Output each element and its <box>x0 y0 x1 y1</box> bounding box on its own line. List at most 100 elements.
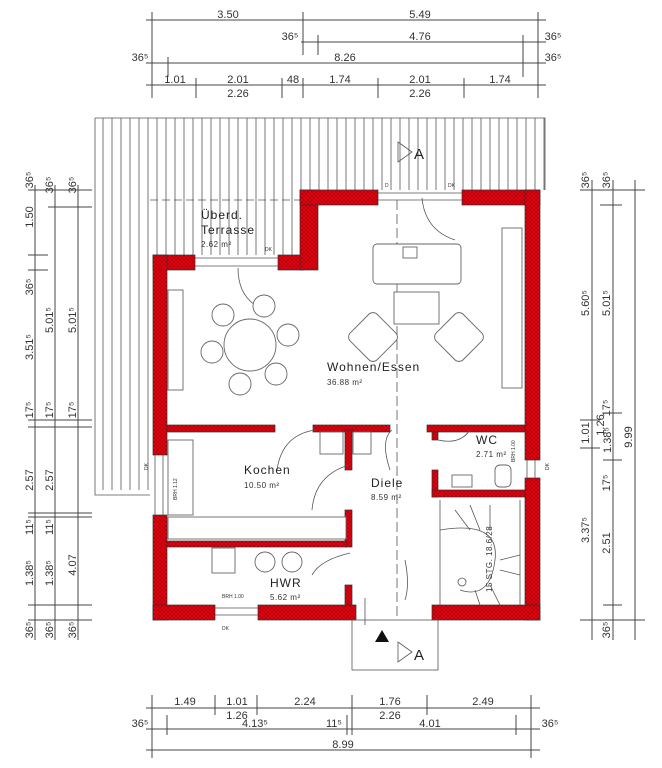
dim-top-15: 2.26 <box>227 88 248 100</box>
dim-right-2: 5.60⁵ <box>580 290 592 316</box>
dim-bottom-2: 1.01 <box>226 696 247 708</box>
bottom-dimensions: 1.49 1.01 2.24 1.76 2.49 1.26 2.26 36⁵ 4… <box>132 695 559 758</box>
top-dimensions: 3.50 5.49 36⁵ 4.76 36⁵ 36⁵ 8.26 36⁵ 1.01… <box>132 9 562 100</box>
d-living: D <box>385 183 389 189</box>
dim-right-8: 1.26 <box>595 414 607 435</box>
room-area: 2.71 m² <box>476 450 507 459</box>
dim-bottom-12: 36⁵ <box>542 718 559 730</box>
room-area: 2.62 m² <box>201 240 232 249</box>
dim-top-12: 1.74 <box>329 74 350 86</box>
section-label-top: A <box>414 146 424 163</box>
dim-top-14: 1.74 <box>489 74 510 86</box>
dim-bottom-10: 11⁵ <box>326 718 342 730</box>
dk-terrace: DK <box>265 247 273 253</box>
dim-left-11: 17⁵ <box>44 402 56 419</box>
dim-left-18: 17⁵ <box>67 402 79 419</box>
section-marker-top: A <box>397 141 424 163</box>
brh-kitchen: BRH 1.12 <box>173 478 179 500</box>
dim-right-9: 1.38⁵ <box>602 427 614 453</box>
dim-top-6: 36⁵ <box>132 52 149 64</box>
dim-left-21: 36⁵ <box>24 172 36 189</box>
dk-living: DK <box>448 183 456 189</box>
dim-left-19: 4.07 <box>67 554 79 575</box>
dim-bottom-9: 4.13⁵ <box>242 718 268 730</box>
section-label-bottom: A <box>414 647 424 664</box>
dim-right-12: 36⁵ <box>601 172 613 189</box>
dim-top-4: 4.76 <box>409 31 430 43</box>
room-name: Überd. <box>201 208 243 222</box>
dim-left-20: 36⁵ <box>67 622 79 639</box>
room-area: 10.50 m² <box>244 481 280 490</box>
fixtures <box>154 192 536 671</box>
dim-bottom-6: 1.26 <box>226 710 247 722</box>
dim-left-17: 5.01⁵ <box>67 307 79 333</box>
room-name: Wohnen/Essen <box>327 360 420 374</box>
dim-left-14: 1.38⁵ <box>44 560 56 586</box>
dim-right-1: 36⁵ <box>580 172 592 189</box>
room-terrace: Überd. Terrasse 2.62 m² <box>201 208 255 249</box>
dim-right-6: 5.01⁵ <box>601 290 613 316</box>
brh-hwr: BRH 1.00 <box>222 594 244 600</box>
dim-left-8: 36⁵ <box>24 622 36 639</box>
left-dimensions: 1.50 36⁵ 3.51⁵ 17⁵ 2.57 11⁵ 1.38⁵ 36⁵ 36… <box>24 172 92 640</box>
dim-top-2: 5.49 <box>409 9 430 21</box>
dim-bottom-3: 2.24 <box>294 696 315 708</box>
dim-left-12: 2.57 <box>44 469 56 490</box>
dim-left-13: 11⁵ <box>44 519 56 535</box>
dk-hwr: DK <box>222 626 230 632</box>
room-wc: WC 2.71 m² <box>476 433 507 459</box>
dk-kitchen: DK <box>144 462 150 470</box>
dim-top-8: 36⁵ <box>545 52 562 64</box>
dim-bottom-7: 2.26 <box>379 710 400 722</box>
room-area: 5.62 m² <box>270 593 301 602</box>
room-hall: Diele 8.59 m² <box>371 476 403 502</box>
room-utility: HWR 5.62 m² <box>270 576 302 602</box>
room-area: 8.59 m² <box>371 493 402 502</box>
dim-bottom-5: 2.49 <box>472 696 493 708</box>
dim-right-3: 1.01 <box>580 422 592 443</box>
room-name: WC <box>476 433 498 447</box>
dim-right-4: 3.37⁵ <box>580 517 592 543</box>
dim-bottom-13: 8.99 <box>332 739 353 751</box>
room-name: Kochen <box>244 463 291 477</box>
dim-left-5: 2.57 <box>24 469 36 490</box>
dim-bottom-4: 1.76 <box>379 696 400 708</box>
room-area: 36.88 m² <box>327 378 363 387</box>
dim-top-3: 36⁵ <box>282 31 299 43</box>
dim-top-1: 3.50 <box>217 9 238 21</box>
room-name: HWR <box>270 576 302 590</box>
dim-left-1: 1.50 <box>24 206 36 227</box>
dim-top-10: 2.01 <box>227 74 248 86</box>
dim-right-5: 36⁵ <box>601 622 613 639</box>
right-dimensions: 36⁵ 5.60⁵ 1.01 3.37⁵ 36⁵ 5.01⁵ 17⁵ 1.26 … <box>580 172 645 640</box>
dim-top-5: 36⁵ <box>545 31 562 43</box>
dim-right-13: 9.99 <box>623 426 635 447</box>
stairs-label: 15 STG. 18.6/28 <box>485 526 494 592</box>
dk-wc: DK <box>545 462 551 470</box>
dim-left-4: 17⁵ <box>24 402 36 419</box>
dim-left-15: 36⁵ <box>44 622 56 639</box>
dim-top-7: 8.26 <box>334 52 355 64</box>
terrace-roof <box>94 117 546 496</box>
section-marker-bottom: A <box>375 630 424 664</box>
dim-right-11: 2.51 <box>601 532 613 553</box>
dim-bottom-1: 1.49 <box>174 696 195 708</box>
dim-left-9: 36⁵ <box>44 177 56 194</box>
dim-left-10: 5.01⁵ <box>44 307 56 333</box>
room-name: Terrasse <box>201 223 255 237</box>
dim-bottom-8: 36⁵ <box>132 718 149 730</box>
dim-left-6: 11⁵ <box>24 519 36 535</box>
dim-top-16: 2.26 <box>409 88 430 100</box>
room-name: Diele <box>371 476 403 490</box>
dim-top-13: 2.01 <box>409 74 430 86</box>
dim-right-10: 17⁵ <box>601 475 613 492</box>
brh-wc: BRH 1.00 <box>511 440 517 462</box>
dim-left-3: 3.51⁵ <box>24 334 36 360</box>
walls <box>152 189 541 621</box>
dim-top-11: 48 <box>287 74 299 86</box>
dim-left-7: 1.38⁵ <box>24 560 36 586</box>
room-living: Wohnen/Essen 36.88 m² <box>327 360 420 387</box>
dim-top-9: 1.01 <box>164 74 185 86</box>
dim-right-7: 17⁵ <box>601 400 613 417</box>
dim-left-2: 36⁵ <box>24 279 36 296</box>
